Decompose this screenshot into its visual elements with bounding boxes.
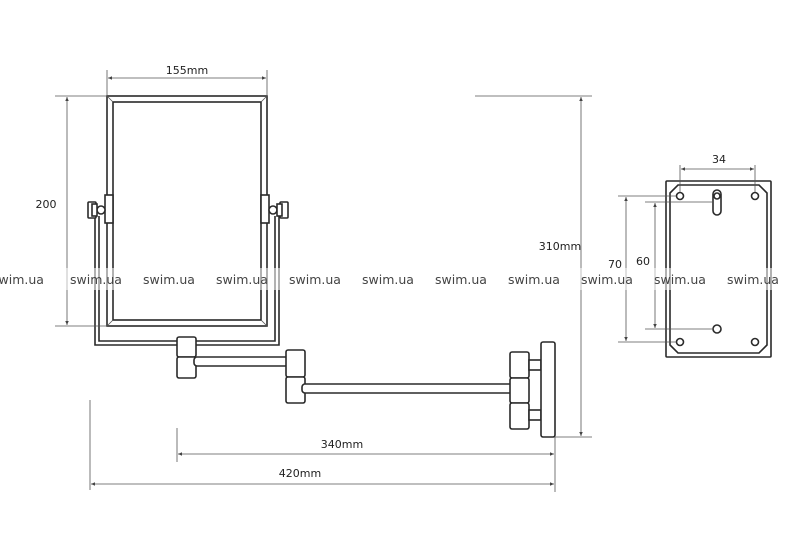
label-420mm: 420mm — [279, 467, 321, 480]
watermark-text: swim.ua — [435, 272, 487, 287]
dimension-plate-70: 70 — [608, 195, 676, 343]
watermark-text: swim.ua — [0, 272, 44, 287]
mount-hole — [675, 191, 685, 201]
label-340mm: 340mm — [321, 438, 363, 451]
mount-slot — [712, 189, 722, 216]
watermark-row: swim.ua swim.ua swim.ua swim.ua swim.ua … — [0, 268, 800, 290]
label-155mm: 155mm — [166, 64, 208, 77]
watermark-text: swim.ua — [581, 272, 633, 287]
left-pivot — [87, 194, 114, 224]
watermark-text: swim.ua — [216, 272, 268, 287]
swing-arm — [176, 336, 556, 438]
dimension-total-depth: 420mm — [89, 400, 554, 490]
watermark-text: swim.ua — [143, 272, 195, 287]
watermark-text: swim.ua — [362, 272, 414, 287]
label-60: 60 — [636, 255, 650, 268]
label-70: 70 — [608, 258, 622, 271]
mount-hole — [750, 337, 760, 347]
label-34: 34 — [712, 153, 726, 166]
mirror-front-view — [106, 95, 268, 327]
watermark-text: swim.ua — [289, 272, 341, 287]
dimension-mirror-width: 155mm — [106, 64, 268, 96]
watermark-text: swim.ua — [654, 272, 706, 287]
mount-hole — [675, 337, 685, 347]
watermark-text: swim.ua — [727, 272, 779, 287]
dimension-total-height: 310mm — [475, 95, 592, 438]
dimension-arm-length: 340mm — [176, 428, 556, 492]
watermark-text: swim.ua — [70, 272, 122, 287]
mount-hole — [750, 191, 760, 201]
label-200: 200 — [36, 198, 57, 211]
dimension-plate-34: 34 — [679, 153, 756, 192]
watermark-text: swim.ua — [508, 272, 560, 287]
right-pivot — [260, 194, 289, 224]
label-310mm: 310mm — [539, 240, 581, 253]
dimension-plate-60: 60 — [636, 201, 714, 330]
